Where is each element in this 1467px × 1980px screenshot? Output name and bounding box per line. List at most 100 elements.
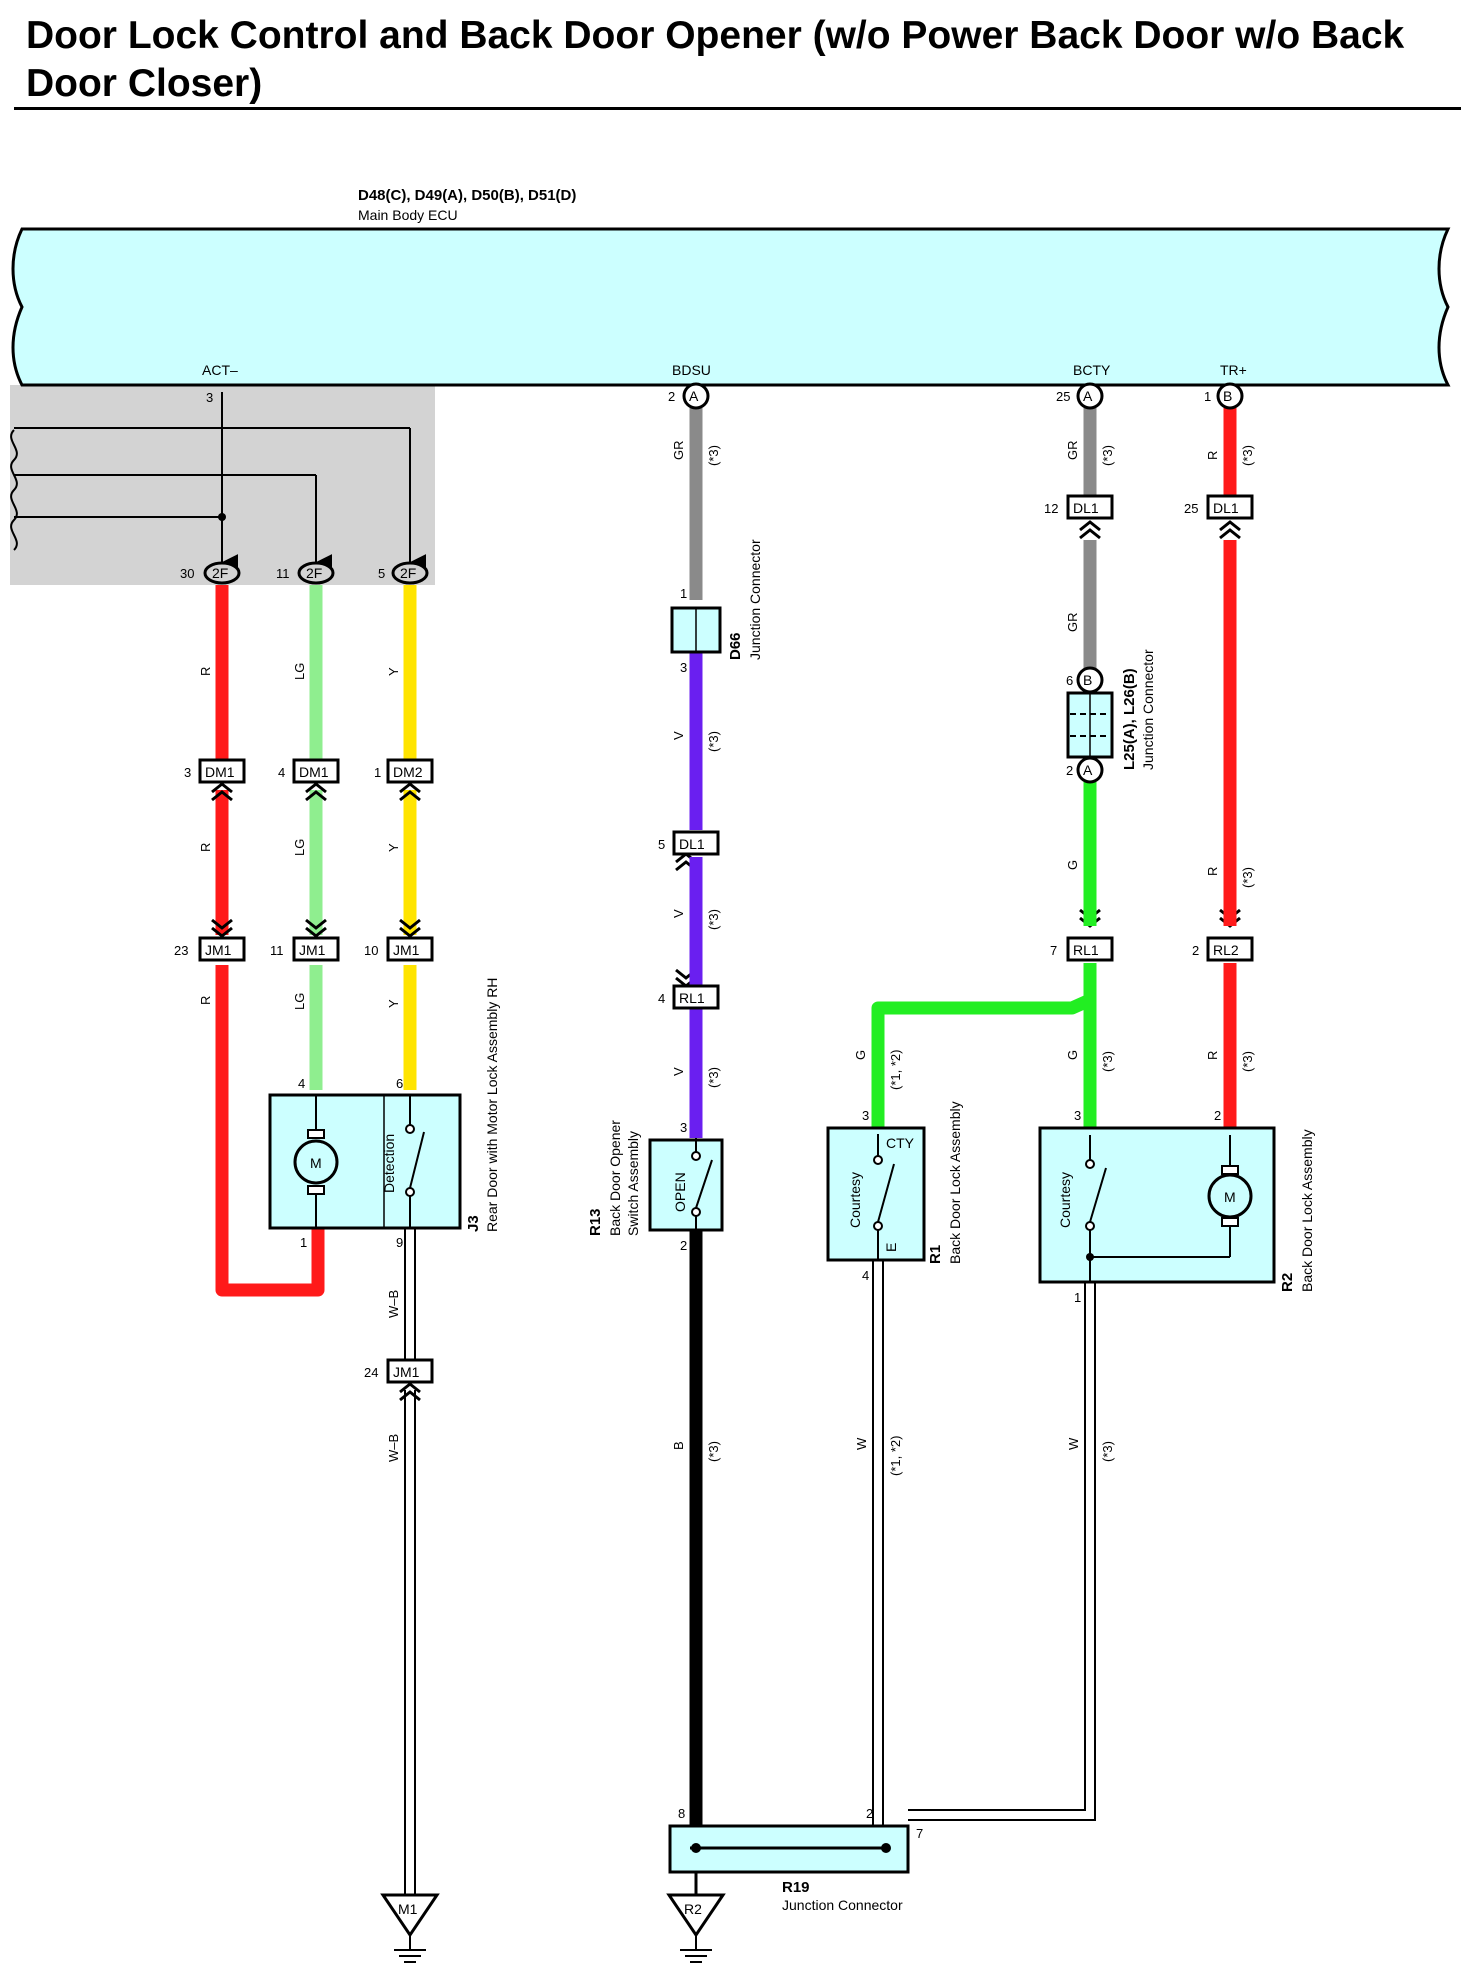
ecu-terminal-bdsu: BDSU xyxy=(672,362,711,378)
pin-5: 5 xyxy=(378,566,385,581)
bdsu-circuit: A 2 1 3 D66 Junction Connector DL1 5 RL1… xyxy=(658,382,763,1826)
connector-rl1-7: RL1 xyxy=(1073,942,1099,958)
connector-dl1-12: DL1 xyxy=(1073,500,1099,516)
ecu-terminal-act: ACT– xyxy=(202,362,238,378)
j3-motor-label: M xyxy=(310,1155,322,1171)
r2-code: R2 xyxy=(1279,1273,1296,1292)
page-title: Door Lock Control and Back Door Opener (… xyxy=(26,14,1405,105)
connector-dm1-b: DM1 xyxy=(299,764,329,780)
left-connectors: DM1 3 DM1 4 DM2 1 JM1 23 JM1 11 JM1 10 J… xyxy=(174,758,434,1384)
wire-code-wb: W–B xyxy=(386,1434,401,1462)
wire-note-3: (*3) xyxy=(1100,1051,1115,1072)
connector-2f-11: 2F xyxy=(306,565,322,581)
pin-3: 3 xyxy=(184,765,191,780)
r19-name: Junction Connector xyxy=(782,1897,903,1913)
ground-m1-label: M1 xyxy=(398,1901,418,1917)
wire-note-3: (*3) xyxy=(706,445,721,466)
wire-code-g: G xyxy=(1065,860,1080,870)
r2-motor-label: M xyxy=(1224,1189,1236,1205)
r1-name: Back Door Lock Assembly xyxy=(947,1101,963,1264)
r2-pin-1: 1 xyxy=(1074,1290,1081,1305)
wire-code-gr: GR xyxy=(1065,613,1080,633)
connector-2f-5: 2F xyxy=(400,565,416,581)
wire-note-3: (*3) xyxy=(1100,1441,1115,1462)
pin-1: 1 xyxy=(374,765,381,780)
r19-junction-connector: 8 2 7 R19 Junction Connector xyxy=(668,1806,923,1913)
r1-courtesy-label: Courtesy xyxy=(847,1172,863,1228)
d66-name: Junction Connector xyxy=(747,539,763,660)
pin-dl1-12: 12 xyxy=(1044,501,1058,516)
wire-code-y: Y xyxy=(386,999,401,1008)
title-divider xyxy=(14,107,1461,110)
r2-pin-2: 2 xyxy=(1214,1108,1221,1123)
j3-detection-label: Detection xyxy=(381,1134,397,1193)
wire-code-g: G xyxy=(853,1050,868,1060)
trplus-circuit: B 1 DL1 25 RL2 2 R (*3) R (*3) R (*3) xyxy=(1184,382,1255,1135)
wire-code-r: R xyxy=(1205,1051,1220,1060)
ecu-code: D48(C), D49(A), D50(B), D51(D) xyxy=(358,187,576,204)
connector-2f-group: 2F 30 2F 11 2F 5 xyxy=(180,561,429,585)
wire-note-1-2: (*1, *2) xyxy=(888,1050,903,1090)
l25-pin-2: 2 xyxy=(1066,763,1073,778)
connector-dl1-25: DL1 xyxy=(1213,500,1239,516)
wire-code-b: B xyxy=(671,1441,686,1450)
wire-code-lg: LG xyxy=(292,993,307,1010)
j3-pin-6: 6 xyxy=(396,1076,403,1091)
pin-dl1-5: 5 xyxy=(658,837,665,852)
d66-code: D66 xyxy=(727,632,744,660)
wire-code-wb: W–B xyxy=(386,1290,401,1318)
connector-jm1-c: JM1 xyxy=(393,942,420,958)
r2-name: Back Door Lock Assembly xyxy=(1299,1129,1315,1292)
r1-code: R1 xyxy=(927,1245,944,1264)
pin-10: 10 xyxy=(364,943,378,958)
wire-note-3: (*3) xyxy=(706,1067,721,1088)
ground-m1: M1 xyxy=(380,1893,440,1963)
connector-jm1-a: JM1 xyxy=(205,942,232,958)
ecu-terminal-bcty: BCTY xyxy=(1073,362,1111,378)
r2-pin-3: 3 xyxy=(1074,1108,1081,1123)
wire-code-g: G xyxy=(1065,1050,1080,1060)
wire-code-r: R xyxy=(198,667,213,676)
wire-code-lg: LG xyxy=(292,663,307,680)
wire-code-r: R xyxy=(198,843,213,852)
connector-dl1-5: DL1 xyxy=(679,836,705,852)
wire-code-v: V xyxy=(671,1067,686,1076)
wire-code-r: R xyxy=(198,996,213,1005)
main-body-ecu: D48(C), D49(A), D50(B), D51(D) Main Body… xyxy=(11,187,1451,387)
l26-pin-6: 6 xyxy=(1066,673,1073,688)
pin-4: 4 xyxy=(278,765,285,780)
wire-code-r: R xyxy=(1205,451,1220,460)
pin-30: 30 xyxy=(180,566,194,581)
ground-r2: R2 xyxy=(666,1893,726,1963)
pin-11b: 11 xyxy=(270,943,284,958)
wire-code-v: V xyxy=(671,909,686,918)
pin-bdsu: 2 xyxy=(668,389,675,404)
connector-dm1-a: DM1 xyxy=(205,764,235,780)
pin-bcty: 25 xyxy=(1056,389,1070,404)
wire-code-gr: GR xyxy=(671,441,686,461)
pin-11: 11 xyxy=(276,566,290,581)
j3-name: Rear Door with Motor Lock Assembly RH xyxy=(484,978,500,1232)
wire-w xyxy=(872,1260,1096,1826)
r1-pin-4: 4 xyxy=(862,1268,869,1283)
pin-trplus: 1 xyxy=(1204,389,1211,404)
motor-icon xyxy=(293,1139,339,1185)
r13-back-door-opener-switch: OPEN 3 2 R13 Back Door Opener Switch Ass… xyxy=(587,1120,724,1253)
pin-23: 23 xyxy=(174,943,188,958)
wire-code-y: Y xyxy=(386,667,401,676)
junction-dot xyxy=(218,513,226,521)
pin-rl2-2: 2 xyxy=(1192,943,1199,958)
act-distribution-lines xyxy=(10,392,427,572)
r2-back-door-lock: M Courtesy 3 2 1 R2 Back Door Lock Assem… xyxy=(1038,1108,1315,1305)
r2-courtesy-label: Courtesy xyxy=(1057,1172,1073,1228)
wire-note-3: (*3) xyxy=(1100,445,1115,466)
wire-note-3: (*3) xyxy=(1240,445,1255,466)
connector-a-bdsu: A xyxy=(689,388,699,404)
pin-24: 24 xyxy=(364,1365,378,1380)
wire-code-y: Y xyxy=(386,843,401,852)
r1-cty-label: CTY xyxy=(886,1135,915,1151)
wire-note-3: (*3) xyxy=(1240,1051,1255,1072)
d66-pin-3: 3 xyxy=(680,660,687,675)
wire-note-3: (*3) xyxy=(1240,867,1255,888)
